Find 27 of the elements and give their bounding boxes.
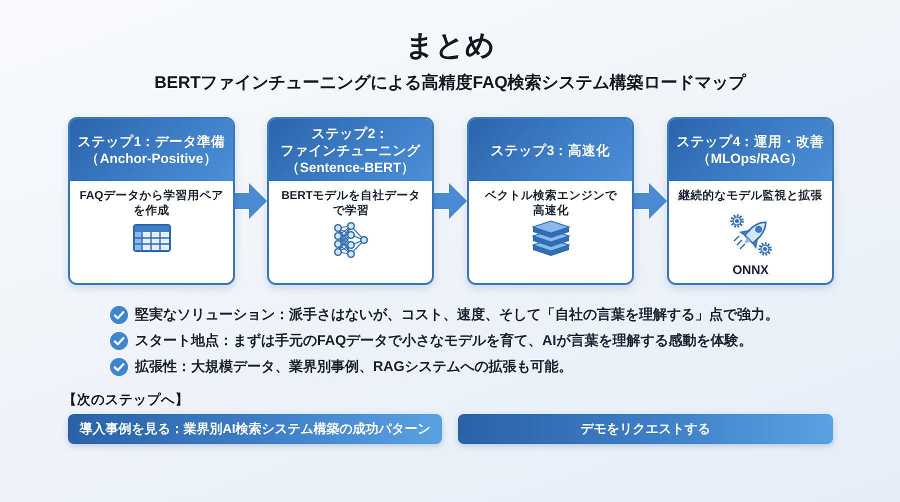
action-button: 導入事例を見る：業界別AI検索システム構築の成功パターン — [68, 414, 442, 444]
step-title: ステップ2：ファインチューニング — [280, 124, 422, 158]
step-card — [467, 117, 634, 285]
bullet-text: 堅実なソリューション：派手さはないが、コスト、速度、そして「自社の言葉を理解する」点で強力。 — [135, 306, 779, 325]
step-card — [267, 117, 434, 285]
step-description: ベクトル検索エンジンで高速化 — [484, 189, 618, 219]
step-card — [68, 117, 235, 285]
arrow — [235, 183, 267, 219]
step-card — [667, 117, 834, 285]
step-description: BERTモデルを自社データで学習 — [281, 189, 421, 219]
bullet-text: スタート地点：まずは手元のFAQデータで小さなモデルを育て、AIが言葉を理解する感動を体験。 — [135, 332, 752, 351]
tool-label: ONNX — [731, 263, 770, 278]
action-button: デモをリクエストする — [458, 414, 833, 444]
step-title: ステップ4：運用・改善 — [676, 133, 824, 150]
step-title: ステップ3：高速化 — [490, 142, 610, 158]
step-description: FAQデータから学習用ペアを作成 — [78, 189, 224, 219]
step-subtitle: （Sentence-BERT） — [286, 158, 416, 176]
title: まとめ — [404, 29, 496, 64]
subtitle: BERTファインチューニングによる高精度FAQ検索システム構築ロードマップ — [153, 72, 748, 93]
step-description: 継続的なモデル監視と拡張 — [677, 189, 824, 204]
step-subtitle: （Anchor-Positive） — [86, 150, 218, 167]
bullet-text: 拡張性：大規模データ、業界別事例、RAGシステムへの拡張も可能。 — [135, 358, 573, 377]
section-heading: 【次のステップへ】 — [63, 391, 189, 409]
step-title: ステップ1：データ準備 — [78, 133, 226, 150]
arrow — [434, 183, 467, 219]
step-subtitle: （MLOps/RAG） — [696, 150, 804, 167]
arrow — [634, 183, 667, 219]
